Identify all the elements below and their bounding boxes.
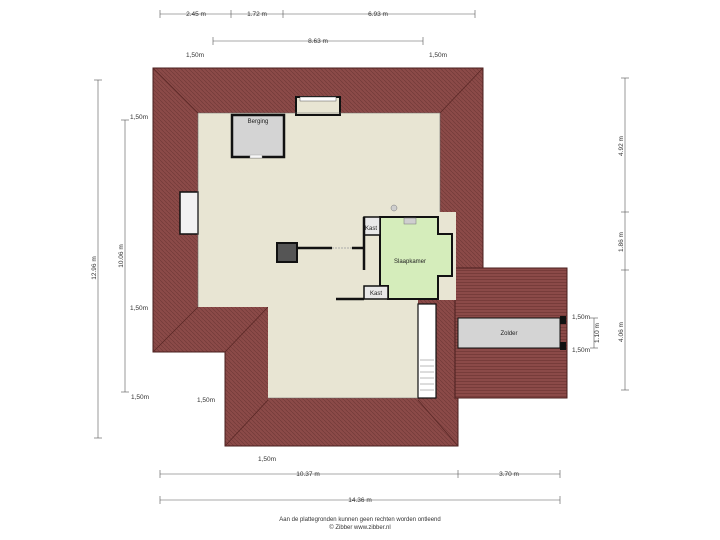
berging-door [249,154,263,159]
chimney [276,242,298,263]
copyright-text: © Zibber www.zibber.nl [329,525,391,531]
roof-hip-lines [152,67,484,447]
dim-top-total: 8.63 m [308,38,328,45]
interior-walls [298,217,366,301]
dim-bottom-segment-2: 3.70 m [499,471,519,478]
dim-left-margin-top: 1,50m [130,114,148,121]
dim-left-inner: 10.06 m [118,244,125,268]
dim-zolder-margin-bottom: 1,50m [572,347,590,354]
dim-top-right-margin: 1,50m [429,52,447,59]
washbasin [403,217,417,225]
dim-right-segment-2: 1.86 m [618,232,625,252]
dimension-lines [94,10,629,504]
dim-top-left-margin: 1,50m [186,52,204,59]
dim-inner-margin-bottom: 1,50m [197,397,215,404]
room-label-slaapkamer: Slaapkamer [394,259,426,265]
washbasin-bowl [390,204,398,212]
left-window [179,191,199,235]
disclaimer-text: Aan de plattegronden kunnen geen rechten… [279,517,441,523]
stairwell [417,303,437,399]
dormer-window [299,96,337,102]
zolder-marker-top [560,316,566,324]
dim-bottom-margin: 1,50m [258,456,276,463]
dim-bottom-segment-1: 10.37 m [296,471,320,478]
berging-room [230,113,286,159]
stair-treads [420,359,434,391]
dim-left-margin-mid: 1,50m [130,305,148,312]
dim-zolder-margin-top: 1,50m [572,314,590,321]
dim-top-segment-3: 6.93 m [368,11,388,18]
room-label-zolder: Zolder [500,331,517,337]
zolder-marker-bottom [560,342,566,350]
zolder-room [457,317,561,349]
kast-bottom-room [363,285,389,300]
dim-right-small: 1.10 m [594,323,601,343]
dim-left-total: 12.96 m [91,256,98,280]
dim-top-segment-1: 2.45 m [186,11,206,18]
dim-top-segment-2: 1.72 m [247,11,267,18]
room-label-kast-top: Kast [365,226,377,232]
floor-main [198,113,456,398]
dim-bottom-total: 14.36 m [348,497,372,504]
room-label-kast-bottom: Kast [370,291,382,297]
dim-right-segment-1: 4.92 m [618,136,625,156]
dim-right-segment-3: 4.06 m [618,322,625,342]
room-label-berging: Berging [248,119,269,125]
dim-left-margin-bottom: 1,50m [131,394,149,401]
outer-walls [197,112,441,399]
